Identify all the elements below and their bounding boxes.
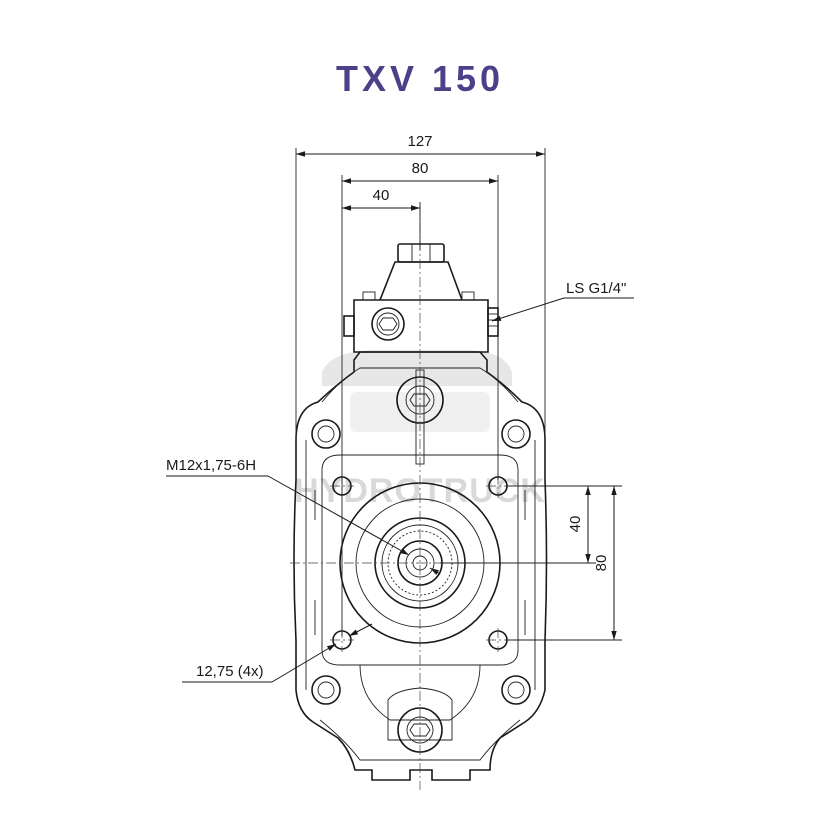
dim-127: 127 <box>407 133 432 150</box>
extension-lines <box>295 148 622 641</box>
dimension-lines <box>296 151 617 640</box>
mounting-holes <box>311 419 531 705</box>
callout-holes: 12,75 (4x) <box>182 623 373 683</box>
thread-label: M12x1,75-6H <box>166 457 256 474</box>
ls-valve-block <box>343 243 499 353</box>
callout-thread: M12x1,75-6H <box>166 457 441 575</box>
holes-label: 12,75 (4x) <box>196 663 264 680</box>
dim-40-vertical: 40 <box>567 516 584 533</box>
dim-80-horizontal: 80 <box>412 160 429 177</box>
dim-80-vertical: 80 <box>593 555 610 572</box>
dim-40-horizontal: 40 <box>373 187 390 204</box>
drawing-title: TXV 150 <box>335 58 505 99</box>
ls-port-label: LS G1/4" <box>566 280 626 297</box>
callout-ls-port: LS G1/4" <box>491 280 634 322</box>
watermark-logo <box>322 350 512 432</box>
